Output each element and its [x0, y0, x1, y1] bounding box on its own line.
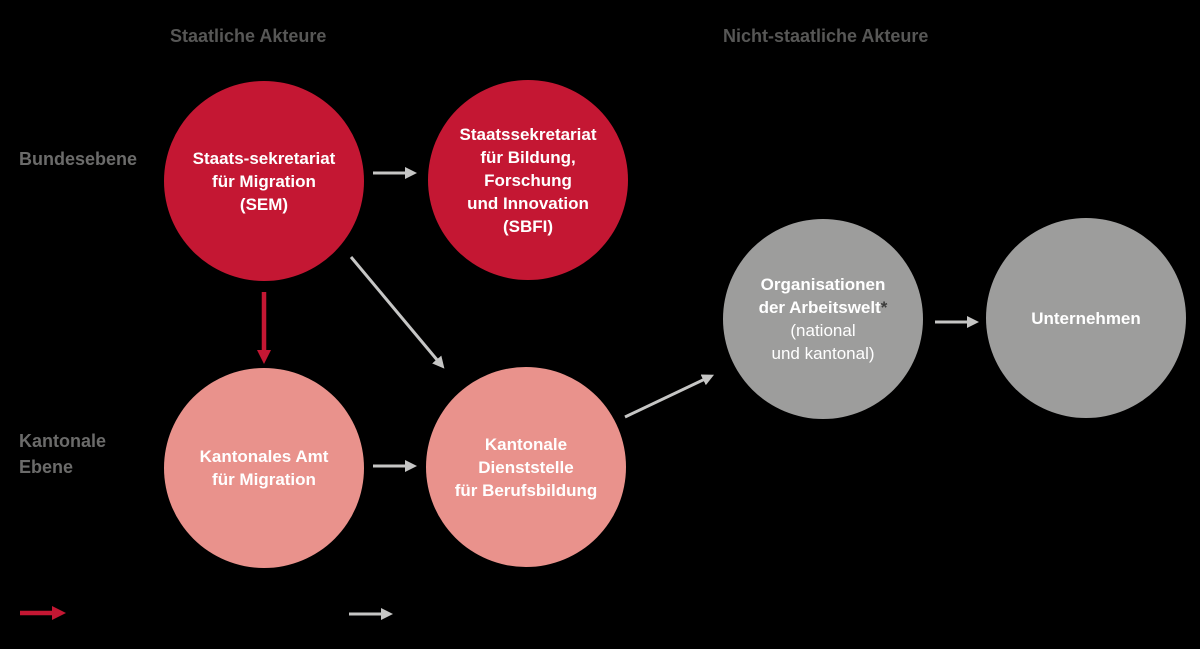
- arrow-dienststelle-to-oda: [624, 374, 715, 419]
- oda-label-regular: (national und kantonal): [771, 321, 875, 363]
- arrow-sem-to-kantonale-dienststelle: [349, 256, 445, 369]
- oda-asterisk: *: [880, 298, 888, 317]
- node-unternehmen: Unternehmen: [986, 218, 1186, 418]
- node-sem-label: Staats-sekretariat für Migration (SEM): [192, 148, 336, 214]
- node-kantonale-dienststelle: Kantonale Dienststelle für Berufsbildung: [426, 367, 626, 567]
- oda-label-bold: Organisationen der Arbeitswelt: [758, 275, 886, 317]
- node-sem: Staats-sekretariat für Migration (SEM): [164, 81, 364, 281]
- node-sbfi: Staatssekretariat für Bildung, Forschung…: [428, 80, 628, 280]
- node-sbfi-label: Staatssekretariat für Bildung, Forschung…: [459, 124, 597, 236]
- node-kantonales-amt-label: Kantonales Amt für Migration: [199, 447, 329, 489]
- node-kantonales-amt: Kantonales Amt für Migration: [164, 368, 364, 568]
- header-nicht-staatliche-akteure: Nicht-staatliche Akteure: [723, 26, 929, 46]
- node-organisationen-arbeitswelt-label: Organisationen der Arbeitswelt* (national…: [759, 273, 888, 365]
- header-staatliche-akteure: Staatliche Akteure: [170, 26, 327, 46]
- node-organisationen-arbeitswelt: Organisationen der Arbeitswelt* (national…: [723, 219, 923, 419]
- level-label-kantonale-ebene: Kantonale Ebene: [19, 431, 107, 477]
- level-label-bundesebene: Bundesebene: [19, 149, 138, 169]
- node-kantonale-dienststelle-label: Kantonale Dienststelle für Berufsbildung: [454, 434, 598, 500]
- node-unternehmen-label: Unternehmen: [1031, 308, 1141, 328]
